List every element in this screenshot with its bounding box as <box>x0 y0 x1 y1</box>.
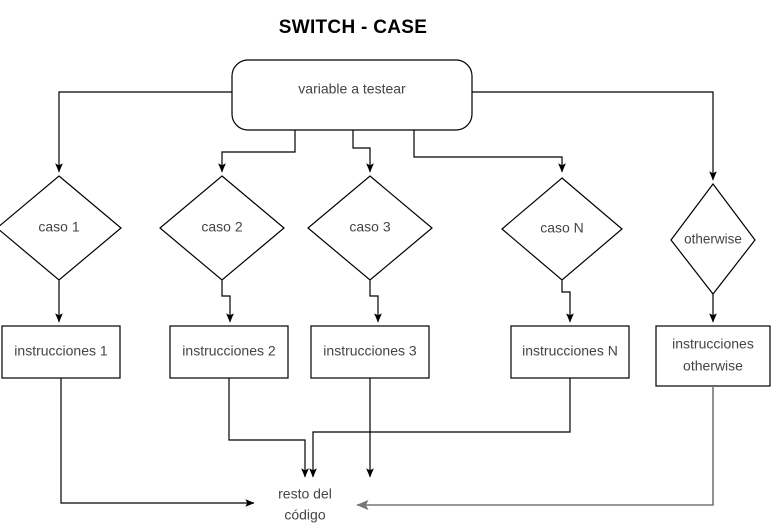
process-instrucciones-1[interactable] <box>1 325 121 379</box>
connector-instrucciones-2-to-end <box>228 378 309 478</box>
decision-caso-n-label: caso N <box>540 220 584 236</box>
process-instrucciones-otherwise-label-line2: otherwise <box>683 358 743 374</box>
connector-start-to-caso-n <box>413 130 566 173</box>
page-title: SWITCH - CASE <box>279 17 428 38</box>
start-node[interactable] <box>231 59 473 131</box>
connector-start-to-caso-3 <box>352 130 374 173</box>
decision-caso-2-label: caso 2 <box>201 219 242 235</box>
connector-caso-n-to-instrucciones-n <box>561 280 574 323</box>
process-instrucciones-3[interactable] <box>310 325 430 379</box>
connector-instrucciones-otherwise-to-end <box>356 386 714 511</box>
decision-caso-1-label: caso 1 <box>38 219 79 235</box>
end-node-label-line1: resto del <box>278 486 332 502</box>
connector-caso-2-to-instrucciones-2 <box>221 280 234 323</box>
connector-start-to-caso-1 <box>55 91 232 173</box>
process-instrucciones-otherwise-label-line1: instrucciones <box>672 336 754 352</box>
process-instrucciones-1-label: instrucciones 1 <box>14 343 108 359</box>
connector-start-to-caso-2 <box>218 130 296 173</box>
process-instrucciones-otherwise[interactable] <box>655 325 771 387</box>
decision-caso-3-label: caso 3 <box>349 219 390 235</box>
process-instrucciones-2-label: instrucciones 2 <box>182 343 276 359</box>
process-instrucciones-n-label: instrucciones N <box>522 343 618 359</box>
connector-caso-3-to-instrucciones-3 <box>369 280 382 323</box>
process-instrucciones-n[interactable] <box>510 325 630 379</box>
process-instrucciones-3-label: instrucciones 3 <box>323 343 417 359</box>
decision-otherwise-label: otherwise <box>684 232 742 247</box>
connector-instrucciones-1-to-end <box>60 378 255 507</box>
connector-start-to-otherwise <box>472 91 717 181</box>
start-node-label: variable a testear <box>298 81 406 97</box>
connector-instrucciones-n-to-end <box>309 378 571 478</box>
end-node-label-line2: código <box>284 507 325 523</box>
process-instrucciones-2[interactable] <box>169 325 289 379</box>
